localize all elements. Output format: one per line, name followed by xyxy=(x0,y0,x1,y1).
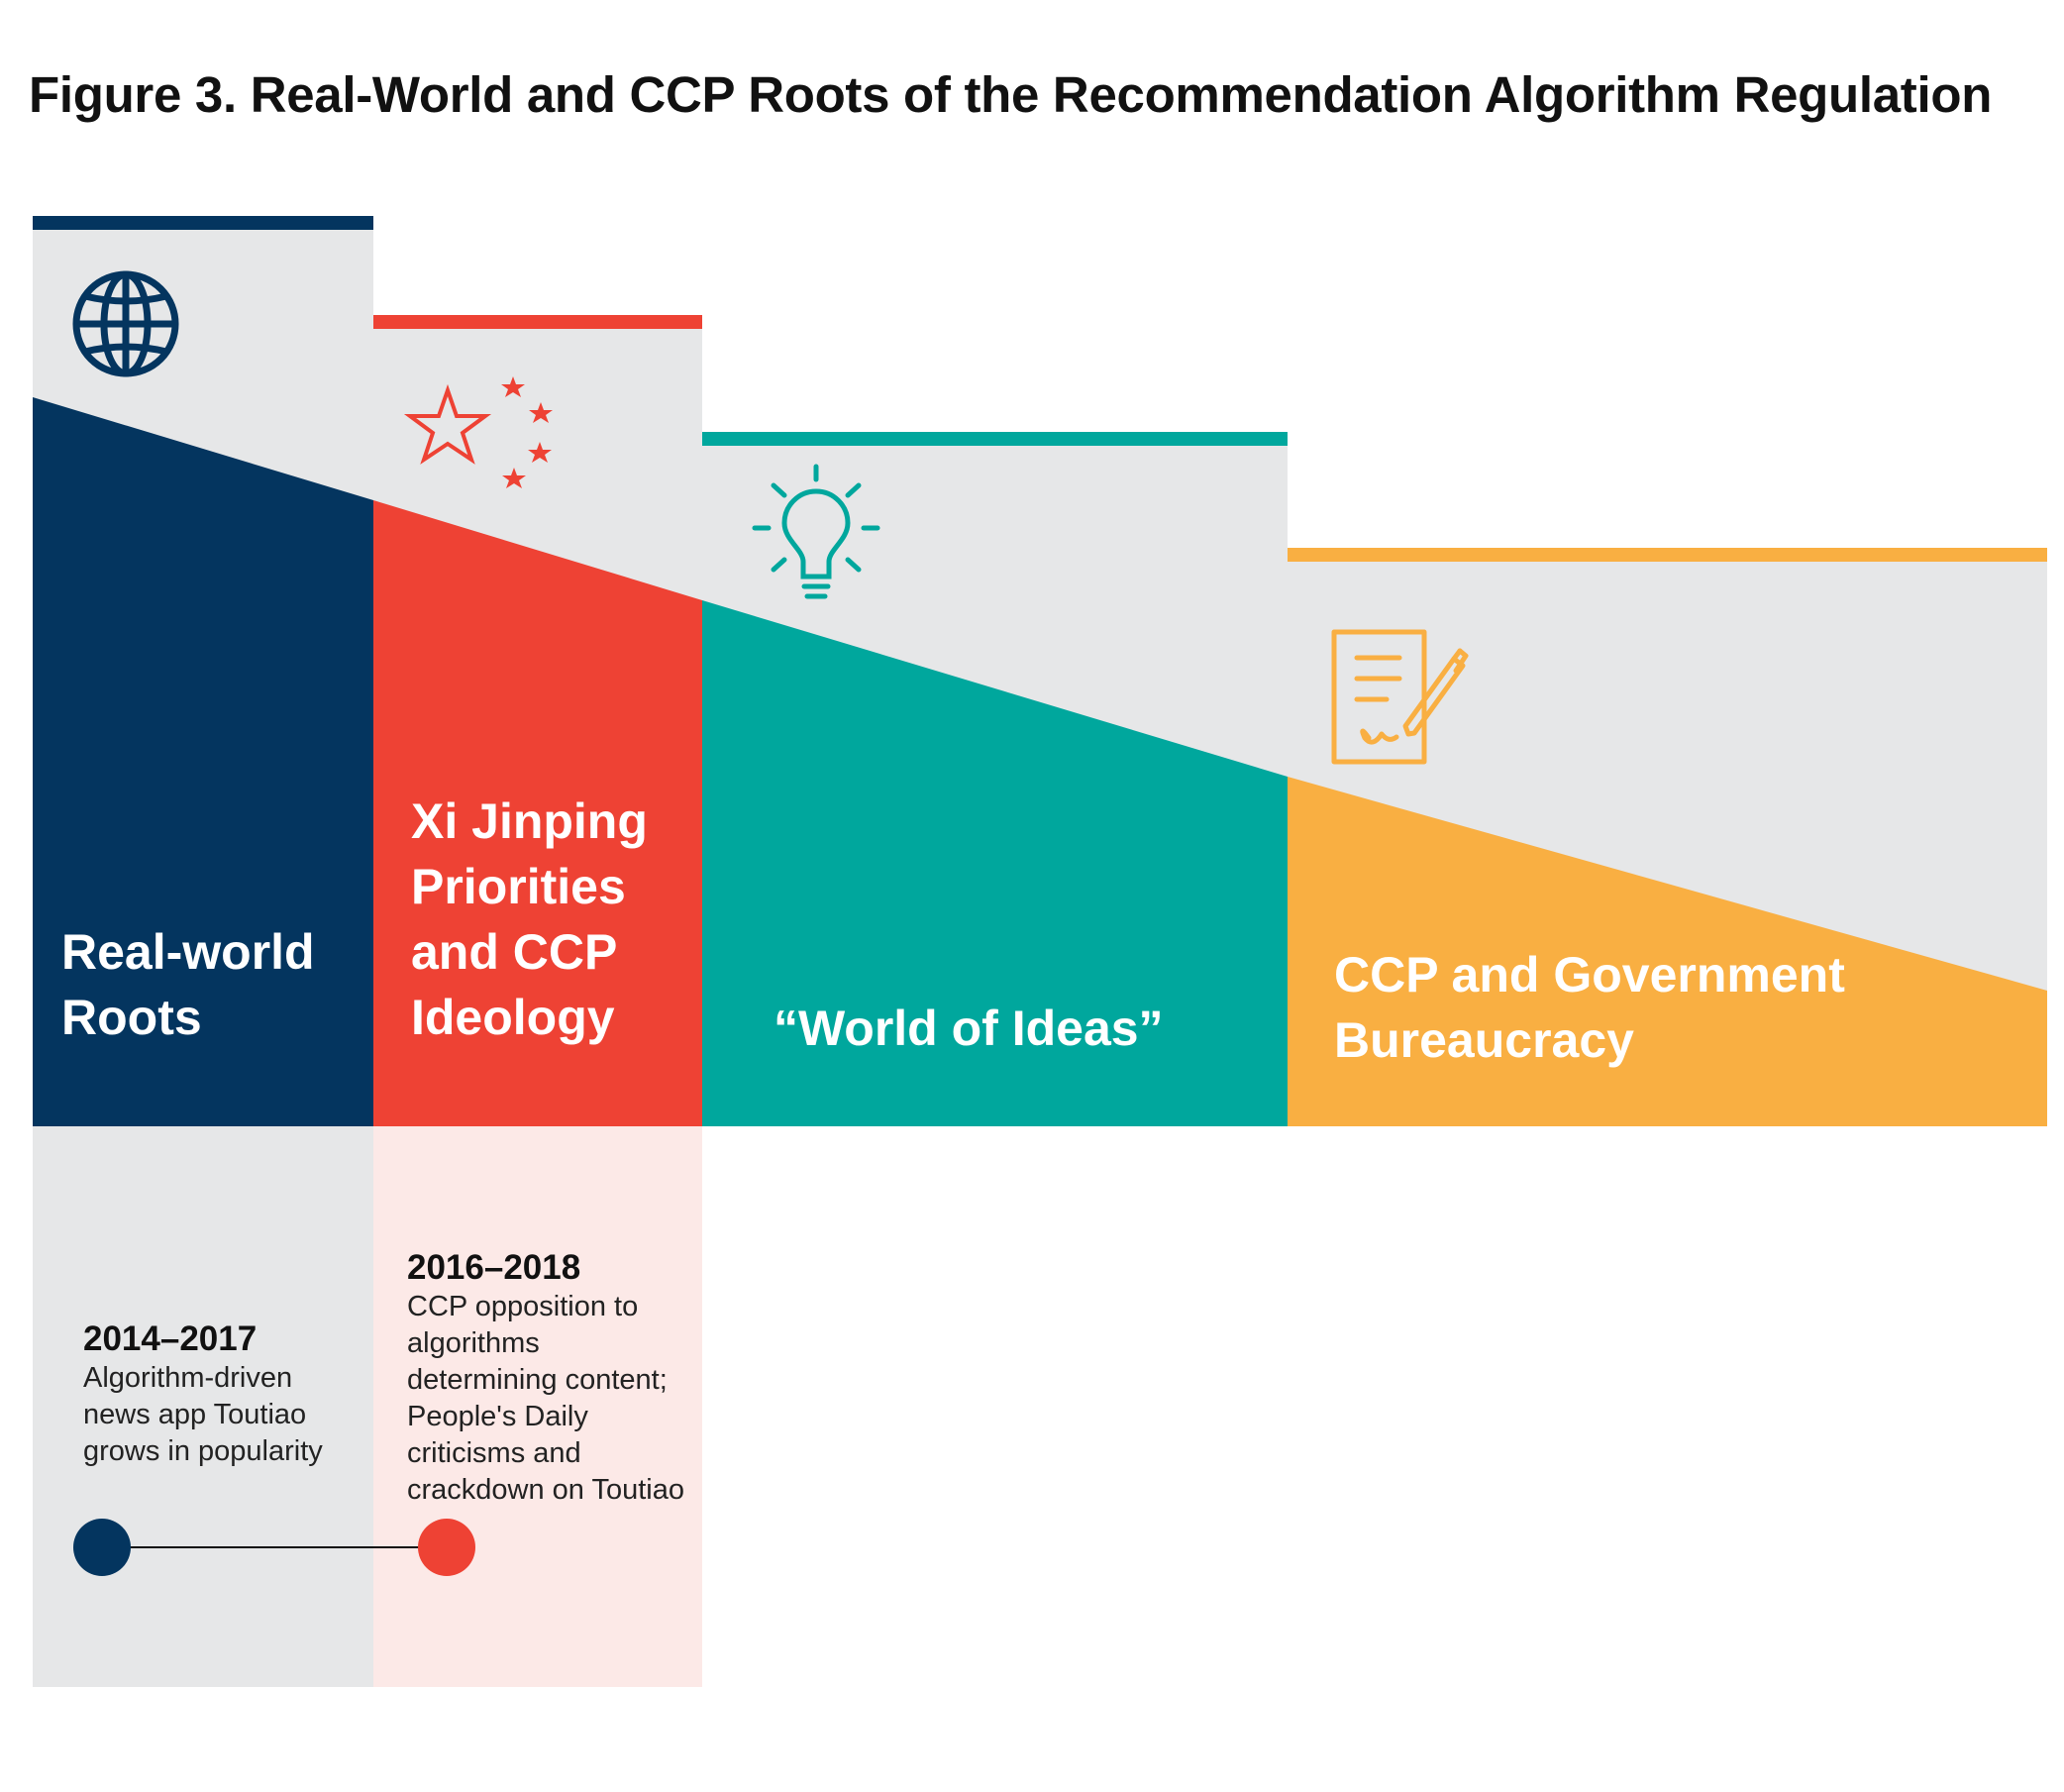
timeline-years: 2014–2017 xyxy=(83,1319,258,1358)
timeline-entry-2014-2017: 2014–2017 Algorithm-driven news app Tout… xyxy=(83,1318,351,1470)
timeline-dot-2016-2018 xyxy=(418,1519,475,1576)
figure-title: Figure 3. Real-World and CCP Roots of th… xyxy=(29,66,1993,123)
xi-ccp-top-bar xyxy=(373,315,702,329)
bureaucracy-label: CCP and Government Bureaucracy xyxy=(1334,947,1845,1068)
timeline-entry-2016-2018: 2016–2018 CCP opposition to algorithms d… xyxy=(407,1247,696,1509)
china-stars-icon xyxy=(403,376,553,488)
timeline-description: CCP opposition to algorithms determining… xyxy=(407,1291,684,1506)
bureaucracy-top-bar xyxy=(1288,548,2047,562)
timeline-years: 2016–2018 xyxy=(407,1248,581,1287)
world-of-ideas-label: “World of Ideas” xyxy=(774,1001,1164,1056)
real-world-top-bar xyxy=(33,216,373,230)
world-of-ideas-top-bar xyxy=(702,432,1288,446)
timeline-description: Algorithm-driven news app Toutiao grows … xyxy=(83,1362,323,1467)
real-world-info-panel xyxy=(33,1125,373,1687)
timeline-dot-2014-2017 xyxy=(73,1519,131,1576)
world-of-ideas-block xyxy=(702,600,1288,1126)
xi-ccp-block xyxy=(373,500,702,1126)
globe-icon xyxy=(72,270,179,377)
bureaucracy-block xyxy=(1288,777,2047,1126)
xi-ccp-label: Xi Jinping Priorities and CCP Ideology xyxy=(411,793,648,1045)
real-world-label: Real-world Roots xyxy=(61,924,315,1045)
lightbulb-icon xyxy=(752,464,880,599)
xi-ccp-info-panel xyxy=(373,1125,702,1687)
signed-document-icon xyxy=(1331,629,1469,765)
real-world-block xyxy=(33,397,373,1126)
